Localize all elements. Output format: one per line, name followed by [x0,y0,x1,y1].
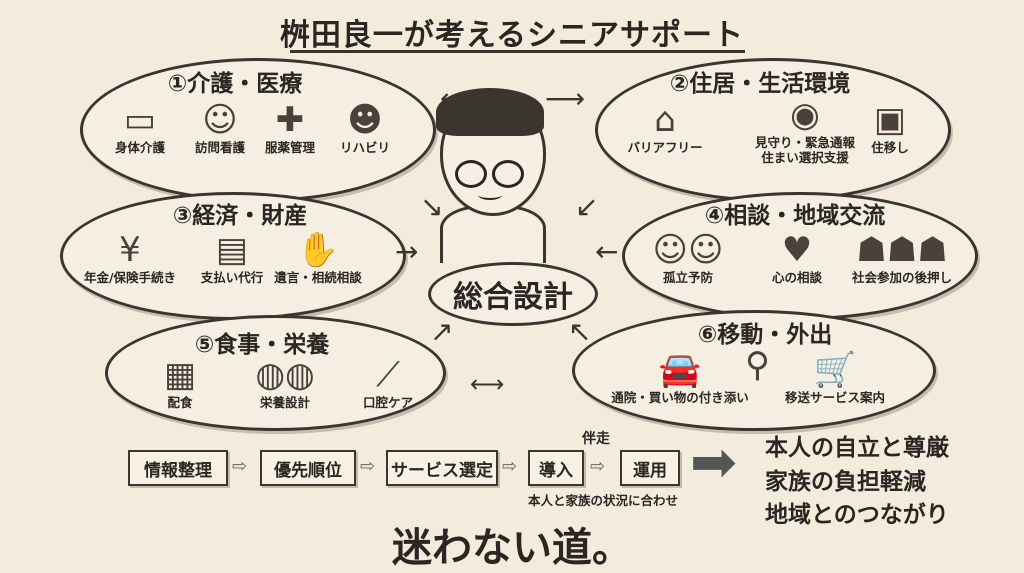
arrow-icon: ↖ [568,315,592,348]
rehab-icon: ☻ [347,100,383,140]
list-item: ▣住移し [871,100,909,155]
big-arrow-icon: ➡ [690,430,737,495]
glasses-icon [492,160,524,188]
arrow-icon: ⟷ [470,370,505,398]
arrow-icon: ↘ [420,190,444,223]
flow-step: サービス選定 [386,450,498,486]
house-icon: ⌂ [654,100,676,140]
bento-icon: ▦ [163,355,197,395]
bubble-title: ②住居・生活環境 [669,71,851,97]
person-hair [436,88,544,136]
money-bag-icon: ¥ [119,230,141,270]
step-arrow-icon: ⇨ [360,456,376,477]
arrow-icon: ← [595,235,619,268]
flow-step: 導入 [528,450,584,486]
list-item: ♥心の相談 [771,230,823,285]
car-icon: 🚘 [658,350,702,390]
document-icon: ▤ [215,230,249,270]
person-smile [478,190,502,200]
list-item: ☺訪問看護 [194,100,246,155]
list-item: ⌂バリアフリー [627,100,703,155]
cart-icon: 🛒 [813,350,857,390]
bubble-title: ⑥移動・外出 [697,322,833,348]
meal-tray-icon: ◍◍ [255,355,315,395]
flow-note: 本人と家族の状況に合わせ [528,493,679,508]
arrow-icon: → [395,235,419,268]
bubble-title: ④相談・地域交流 [704,203,886,229]
arrow-icon: ↙ [575,190,599,223]
conversation-icon: ☺☺ [652,230,724,270]
title-underline [290,50,745,53]
list-item: ⟋口腔ケア [362,355,414,410]
list-item: ☻リハビリ [339,100,391,155]
list-item: ◉見守り・緊急通報住まい選択支援 [754,95,856,165]
step-arrow-icon: ⇨ [502,456,518,477]
bubble-meals [105,315,446,431]
arrow-icon: ⟶ [545,82,586,115]
handshake-icon: ✋ [296,230,340,270]
outcome-item: 本人の自立と尊厳 [765,435,949,461]
center-label: 総合設計 [428,262,598,326]
list-item: ✚服薬管理 [264,100,316,155]
bubble-care-medical [80,58,436,202]
bubble-title: ⑤食事・栄養 [194,332,330,358]
flow-step: 情報整理 [128,450,228,486]
list-item: ▭身体介護 [114,100,166,155]
toothbrush-icon: ⟋ [376,355,400,395]
list-item: 🛒移送サービス案内 [784,350,886,405]
flow-step: 優先順位 [260,450,356,486]
step-arrow-icon: ⇨ [232,456,248,477]
medicine-bottle-icon: ✚ [275,100,305,140]
walking-assist-icon: ⚲ [745,345,770,385]
page-title: 桝田良一が考えるシニアサポート [279,18,745,53]
people-icon: ☗☗☗ [856,230,948,270]
heart-icon: ♥ [781,230,813,270]
list-item: ¥年金/保険手続き [83,230,177,285]
list-item: ▦配食 [163,355,197,410]
list-item: ✋遺言・相続相談 [274,230,362,285]
arrow-icon: ↗ [430,315,454,348]
glasses-icon [455,160,487,188]
box-icon: ▣ [873,100,907,140]
list-item: ☗☗☗社会参加の後押し [851,230,953,285]
outcome-item: 家族の負担軽減 [765,469,926,495]
list-item: ▤支払い代行 [200,230,264,285]
list-item: 🚘通院・買い物の付き添い [611,350,749,405]
bubble-housing [595,58,951,202]
accompany-label: 伴走 [582,431,610,447]
flow-step: 運用 [620,450,680,486]
bed-icon: ▭ [123,100,157,140]
nurse-icon: ☺ [202,100,238,140]
bubble-title: ①介護・医療 [167,71,303,97]
list-item: ◍◍栄養設計 [255,355,315,410]
step-arrow-icon: ⇨ [590,456,606,477]
tagline: 迷わない道。 [392,525,632,571]
bubble-mobility [572,310,936,431]
camera-icon: ◉ [790,95,820,135]
bubble-community [622,192,978,320]
list-item: ☺☺孤立予防 [652,230,724,285]
bubble-title: ③経済・財産 [172,203,308,229]
outcome-item: 地域とのつながり [765,502,949,528]
